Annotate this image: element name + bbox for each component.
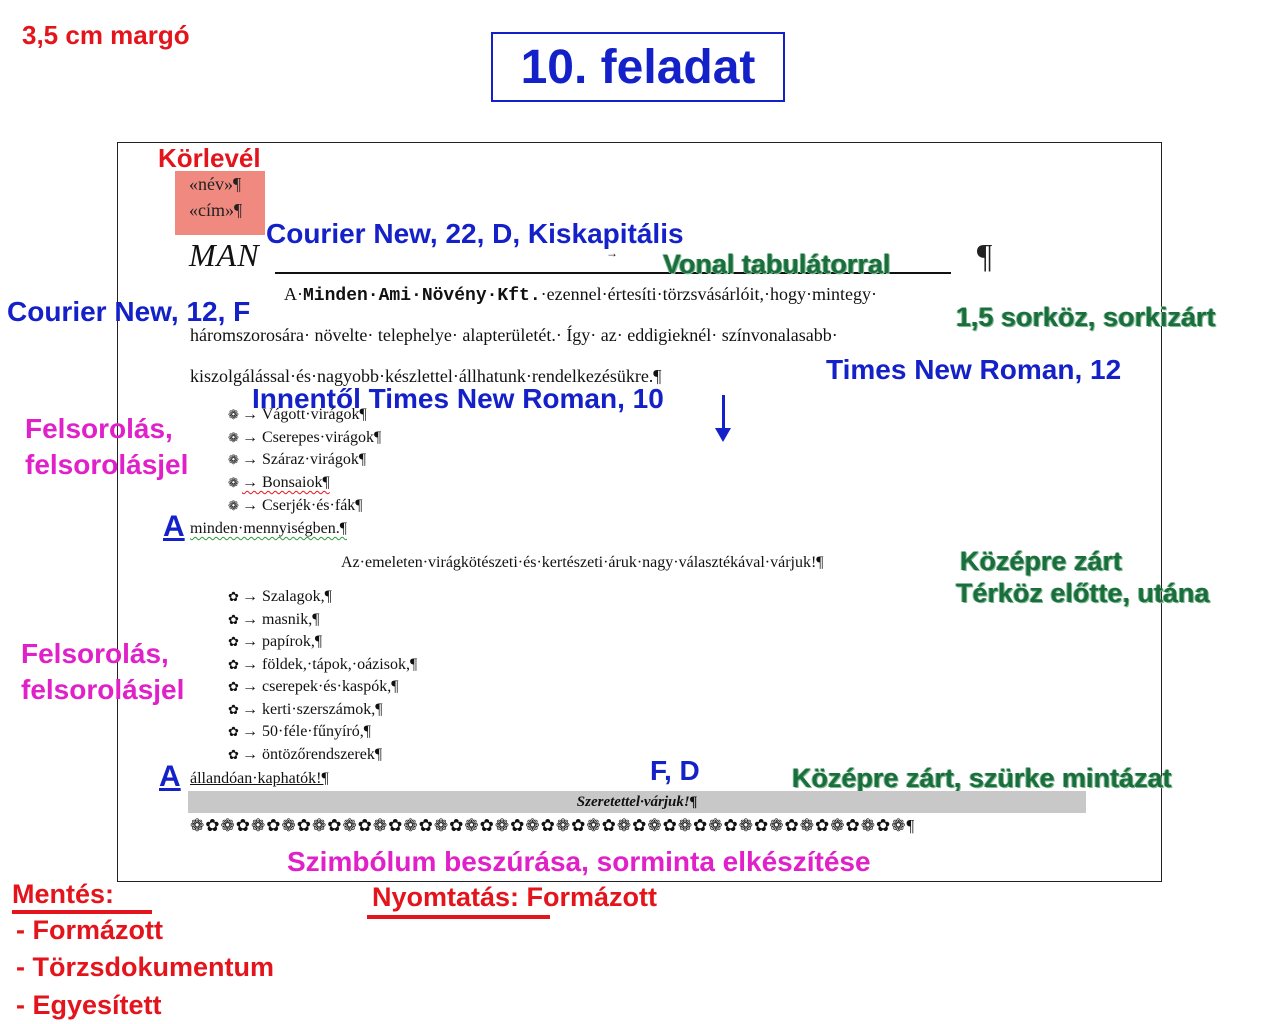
annotation-courier22: Courier New, 22, D, Kiskapitális: [266, 218, 684, 249]
annotation-a2: A: [159, 760, 181, 793]
margin-label: 3,5 cm margó: [22, 20, 190, 50]
list2-item: ✿→ cserepek·és·kaspók,¶: [228, 678, 399, 695]
para1-rest: ·ezennel·értesíti·törzsvásárlóit,·hogy·m…: [540, 284, 878, 304]
annotation-courier12: Courier New, 12, F: [7, 296, 251, 327]
list1-flower-icon: ❁: [228, 452, 239, 467]
down-arrow-icon: [722, 395, 725, 431]
list2-flower-icon: ✿: [228, 702, 239, 717]
symbol-pattern: ❁✿❁✿❁✿❁✿❁✿❁✿❁✿❁✿❁✿❁✿❁✿❁✿❁✿❁✿❁✿❁✿❁✿❁✿❁✿❁✿…: [190, 816, 916, 835]
annotation-felsorolas1a: Felsorolás,: [25, 413, 173, 444]
list2-flower-icon: ✿: [228, 747, 239, 762]
list2-item: ✿→ papírok,¶: [228, 633, 323, 650]
annotation-tnr12: Times New Roman, 12: [826, 354, 1122, 385]
field-nev: «név»¶: [189, 174, 242, 194]
line-minden: minden·mennyiségben.¶: [190, 520, 347, 537]
annotation-a1: A: [163, 510, 185, 543]
annotation-felsorolas2a: Felsorolás,: [21, 638, 169, 669]
paragraph1-line1: A·Minden·Ami·Növény·Kft.·ezennel·értesít…: [284, 284, 877, 306]
list2-item: ✿→ Szalagok,¶: [228, 588, 332, 605]
mentes-item: - Egyesített: [16, 990, 162, 1020]
man-heading: MAN: [189, 237, 260, 273]
list2-flower-icon: ✿: [228, 657, 239, 672]
field-cim: «cím»¶: [189, 200, 243, 220]
tab-arrow: →: [606, 246, 618, 260]
list2-item: ✿→ öntözőrendszerek¶: [228, 746, 383, 763]
page-title: 10. feladat: [491, 32, 785, 102]
list2-flower-icon: ✿: [228, 724, 239, 739]
list1-item: ❁→ Cserepes·virágok¶: [228, 429, 382, 446]
list1-item: ❁→ Cserjék·és·fák¶: [228, 497, 363, 514]
annotation-korlevel: Körlevél: [158, 143, 261, 173]
annotation-terkoz: Térköz előtte, utána: [956, 578, 1210, 608]
merge-fields-box: «név»¶ «cím»¶: [175, 171, 265, 235]
tab-line: [275, 272, 951, 274]
list2-item: ✿→ kerti·szerszámok,¶: [228, 701, 383, 718]
para1-company: Minden·Ami·Növény·Kft.: [303, 286, 541, 306]
annotation-vonal: Vonal tabulátorral: [663, 249, 891, 279]
list2-item: ✿→ masnik,¶: [228, 611, 320, 628]
centered-line: Az·emeleten·virágkötészeti·és·kertészeti…: [341, 554, 824, 571]
annotation-mentes: Mentés:: [12, 879, 152, 914]
list2-flower-icon: ✿: [228, 634, 239, 649]
shaded-greeting: Szeretettel·várjuk!¶: [188, 791, 1086, 813]
list1-flower-icon: ❁: [228, 407, 239, 422]
annotation-kozepre1: Középre zárt: [960, 546, 1123, 576]
list2-item: ✿→ földek,·tápok,·oázisok,¶: [228, 656, 418, 673]
mentes-item: - Törzsdokumentum: [16, 952, 275, 982]
annotation-felsorolas1b: felsorolásjel: [25, 449, 189, 480]
annotation-felsorolas2b: felsorolásjel: [21, 674, 185, 705]
annotation-fd: F, D: [650, 755, 700, 786]
list2-flower-icon: ✿: [228, 679, 239, 694]
list1-flower-icon: ❁: [228, 430, 239, 445]
list1-flower-icon: ❁: [228, 475, 239, 490]
annotation-tnr10: Innentől Times New Roman, 10: [252, 383, 664, 414]
list2-flower-icon: ✿: [228, 612, 239, 627]
annotation-szimbolum: Szimbólum beszúrása, sorminta elkészítés…: [287, 846, 871, 877]
list2-item: ✿→ 50·féle·fűnyíró,¶: [228, 723, 371, 740]
annotation-kozepre2: Középre zárt, szürke mintázat: [792, 763, 1172, 793]
line-allandoan: állandóan·kaphatók!¶: [190, 770, 329, 787]
document-frame: [117, 142, 1162, 882]
down-arrow-head-icon: [715, 428, 731, 442]
annotation-sorkoz: 1,5 sorköz, sorkizárt: [956, 302, 1216, 332]
para1-lead: A·: [284, 284, 303, 304]
list2-flower-icon: ✿: [228, 589, 239, 604]
annotation-nyomtatas: Nyomtatás: Formázott: [372, 882, 658, 912]
paragraph1-line2: háromszorosára· növelte· telephelye· ala…: [190, 325, 838, 345]
list1-flower-icon: ❁: [228, 498, 239, 513]
nyomtatas-underline: [367, 915, 550, 919]
list1-item: ❁→ Bonsaiok¶: [228, 474, 330, 491]
paragraph1-line3: kiszolgálással·és·nagyobb·készlettel·áll…: [190, 366, 662, 386]
mentes-item: - Formázott: [16, 915, 163, 945]
list1-item: ❁→ Vágott·virágok¶: [228, 406, 367, 423]
pilcrow-mark: ¶: [975, 238, 993, 275]
list1-item: ❁→ Száraz·virágok¶: [228, 451, 367, 468]
